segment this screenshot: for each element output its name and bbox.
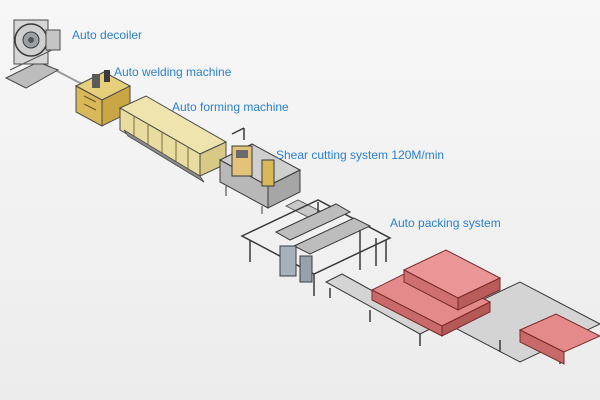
label-auto-decoiler: Auto decoiler [72,28,143,42]
shear-unit [218,127,302,214]
welding-unit [74,70,132,127]
label-auto-forming-machine: Auto forming machine [172,100,289,114]
product-stacks [370,249,600,365]
label-shear-cutting-system: Shear cutting system 120M/min [276,148,445,162]
packing-frames [240,199,392,296]
forming-unit [118,95,228,183]
label-auto-packing-system: Auto packing system [390,216,501,230]
decoiler-unit [4,19,61,89]
label-auto-welding-machine: Auto welding machine [114,65,232,79]
